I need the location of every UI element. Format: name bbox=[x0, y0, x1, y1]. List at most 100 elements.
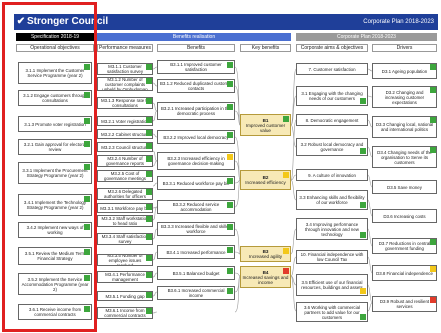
status-green-icon bbox=[146, 234, 152, 240]
benefit-b3-5-1[interactable]: B3.5.1 Balanced budget bbox=[157, 266, 235, 280]
status-green-icon bbox=[360, 202, 366, 208]
top-banner bbox=[14, 14, 438, 30]
driver-d3-4[interactable]: D3.4 Changing needs of the organisation … bbox=[372, 146, 437, 168]
measure-m3-2-3[interactable]: M3.2.3 Council structure bbox=[97, 142, 153, 152]
benefit-b3-3-2[interactable]: B3.3.2 Reduced service accommodation bbox=[157, 200, 235, 214]
status-green-icon bbox=[146, 143, 152, 149]
objective-3-3-1[interactable]: 3.3.1 Implement the Procurement Strategy… bbox=[18, 162, 92, 184]
measure-m3-1-2[interactable]: M3.1.2 Number of customer complaints uph… bbox=[97, 77, 153, 91]
measure-m3-2-4[interactable]: M3.2.4 Number of governance reports bbox=[97, 155, 153, 167]
status-green-icon bbox=[146, 98, 152, 104]
driver-d3-8[interactable]: D3.8 Financial independence bbox=[372, 265, 437, 281]
status-green-icon bbox=[227, 247, 233, 253]
aim-3-5[interactable]: 3.5 Efficient use of our financial resou… bbox=[296, 274, 368, 296]
status-green-icon bbox=[146, 171, 152, 177]
status-green-icon bbox=[227, 132, 233, 138]
measure-m3-2-1[interactable]: M3.2.1 Voter registration bbox=[97, 116, 153, 126]
aim-7[interactable]: 7. Customer satisfaction bbox=[296, 63, 368, 75]
objective-3-4-1[interactable]: 3.4.1 Implement the Technology Strategy … bbox=[18, 194, 92, 216]
header-key-benefits: Key benefits bbox=[240, 44, 291, 52]
header-drivers: Drivers bbox=[372, 44, 437, 52]
benefit-b3-6-1[interactable]: B3.6.1 Increased commercial income bbox=[157, 286, 235, 300]
specification-bar: Specification 2018-19 bbox=[16, 33, 94, 41]
measure-m3-3-5[interactable]: M3.3.5 Number of employee issues resolve… bbox=[97, 254, 153, 266]
measure-m3-3-4[interactable]: M3.3.4 Staff satisfaction survey bbox=[97, 233, 153, 245]
benefit-b3-4-1[interactable]: B3.4.1 Increased performance bbox=[157, 245, 235, 259]
status-green-icon bbox=[430, 147, 436, 153]
status-green-icon bbox=[360, 314, 366, 320]
status-green-icon bbox=[146, 189, 152, 195]
status-green-icon bbox=[84, 275, 90, 281]
status-green-icon bbox=[430, 117, 436, 123]
driver-d3-6[interactable]: D3.6 Increasing costs bbox=[372, 209, 437, 223]
status-green-icon bbox=[360, 232, 366, 238]
objective-3-6-1[interactable]: 3.6.1 Receive income from commercial con… bbox=[18, 304, 92, 320]
plan-label: Corporate Plan 2018-2023 bbox=[363, 19, 434, 25]
header-benefits: Benefits bbox=[157, 44, 235, 52]
driver-d3-1[interactable]: D3.1 Ageing population bbox=[372, 63, 437, 79]
aim-10[interactable]: 10. Financial independence with low Coun… bbox=[296, 250, 368, 264]
aim-3-3[interactable]: 3.3 Enhancing skills and flexibility of … bbox=[296, 190, 368, 210]
aim-8[interactable]: 8. Democratic engagement bbox=[296, 114, 368, 126]
driver-d3-9[interactable]: D3.9 Robust and resilient services bbox=[372, 296, 437, 312]
objective-3-2-1[interactable]: 3.2.1 Gain approval for electoral review bbox=[18, 139, 92, 155]
measure-m3-3-2[interactable]: M3.3.2 Staff workstation to head ratio bbox=[97, 215, 153, 227]
aim-3-1[interactable]: 3.1 Engaging with the changing needs of … bbox=[296, 86, 368, 106]
objective-3-1-1[interactable]: 3.1.1 Implement the Customer Service Pro… bbox=[18, 62, 92, 84]
status-green-icon bbox=[146, 156, 152, 162]
aim-3-2[interactable]: 3.2 Robust local democracy and governanc… bbox=[296, 138, 368, 156]
benefit-b3-2-3[interactable]: B3.2.3 Increased efficiency in governanc… bbox=[157, 152, 235, 170]
status-green-icon bbox=[146, 78, 152, 84]
status-green-icon bbox=[227, 81, 233, 87]
status-red-icon bbox=[430, 297, 436, 303]
benefit-b3-1-2[interactable]: B3.1.2 Reduced duplicated customer conta… bbox=[157, 79, 235, 93]
measure-m3-6-1[interactable]: M3.6.1 Income from commercial contracts bbox=[97, 307, 153, 319]
measure-m3-4-1[interactable]: M3.4.1 Performance management bbox=[97, 271, 153, 283]
status-green-icon bbox=[227, 104, 233, 110]
header-operational-objectives: Operational objectives bbox=[16, 44, 94, 52]
measure-m3-3-1[interactable]: M3.3.1 Workforce pay bill bbox=[97, 203, 153, 213]
measure-m3-1-3[interactable]: M3.1.3 Response rate to consultations bbox=[97, 97, 153, 109]
benefit-b3-3-1[interactable]: B3.3.1 Reduced workforce pay bill bbox=[157, 176, 235, 190]
status-green-icon bbox=[146, 130, 152, 136]
benefit-b3-2-2[interactable]: B3.2.2 Improved local democracy bbox=[157, 130, 235, 144]
measure-m3-1-1[interactable]: M3.1.1 Customer satisfaction survey bbox=[97, 63, 153, 75]
status-green-icon bbox=[430, 64, 436, 70]
driver-d3-2[interactable]: D3.2 Changing and increasing customer ex… bbox=[372, 86, 437, 108]
highlight-frame bbox=[2, 2, 97, 332]
check-icon: ✔ bbox=[16, 16, 26, 27]
status-green-icon bbox=[227, 62, 233, 68]
driver-d3-7[interactable]: D3.7 Reductions in central government fu… bbox=[372, 238, 437, 254]
status-green-icon bbox=[430, 87, 436, 93]
objective-3-1-3[interactable]: 3.1.3 Promote voter registration bbox=[18, 116, 92, 132]
status-yellow-icon bbox=[360, 288, 366, 294]
status-green-icon bbox=[146, 272, 152, 278]
measure-m3-5-1[interactable]: M3.5.1 Funding gap bbox=[97, 291, 153, 301]
status-yellow-icon bbox=[227, 154, 233, 160]
status-yellow-icon bbox=[283, 248, 289, 254]
benefit-b3-1-1[interactable]: B3.1.1 Improved customer satisfaction bbox=[157, 60, 235, 74]
benefits-realisation-bar: Benefits realisation bbox=[97, 33, 291, 41]
benefit-b3-2-1[interactable]: B3.2.1 Increased participation in the de… bbox=[157, 102, 235, 120]
status-green-icon bbox=[227, 288, 233, 294]
measure-m3-2-5[interactable]: M3.2.5 Cost of governance meetings bbox=[97, 170, 153, 182]
measure-m3-2-2[interactable]: M3.2.2 Cabinet structure bbox=[97, 129, 153, 139]
objective-3-1-2[interactable]: 3.1.2 Engage customers through consultat… bbox=[18, 90, 92, 106]
driver-d3-5[interactable]: D3.5 Save money bbox=[372, 180, 437, 194]
benefit-b3-3-3[interactable]: B3.3.3 Increased flexible and skilled wo… bbox=[157, 222, 235, 236]
header-performance-measures: Performance measures bbox=[97, 44, 153, 52]
driver-d3-3[interactable]: D3.3 Changing local, national and intern… bbox=[372, 116, 437, 138]
objective-3-4-2[interactable]: 3.4.2 Implement new ways of working bbox=[18, 222, 92, 238]
aim-3-6[interactable]: 3.6 Working with commercial partners to … bbox=[296, 302, 368, 322]
objective-3-5-2[interactable]: 3.5.2 Implement the Service Accommodatio… bbox=[18, 273, 92, 295]
status-green-icon bbox=[84, 306, 90, 312]
aim-3-4[interactable]: 3.4 Improving performance through innova… bbox=[296, 218, 368, 240]
measure-m3-2-6[interactable]: M3.2.6 Delegated authorities for officer… bbox=[97, 188, 153, 200]
objective-3-5-1[interactable]: 3.5.1 Review the Medium Term Financial S… bbox=[18, 247, 92, 265]
status-green-icon bbox=[146, 255, 152, 261]
aim-9[interactable]: 9. A culture of innovation bbox=[296, 169, 368, 181]
